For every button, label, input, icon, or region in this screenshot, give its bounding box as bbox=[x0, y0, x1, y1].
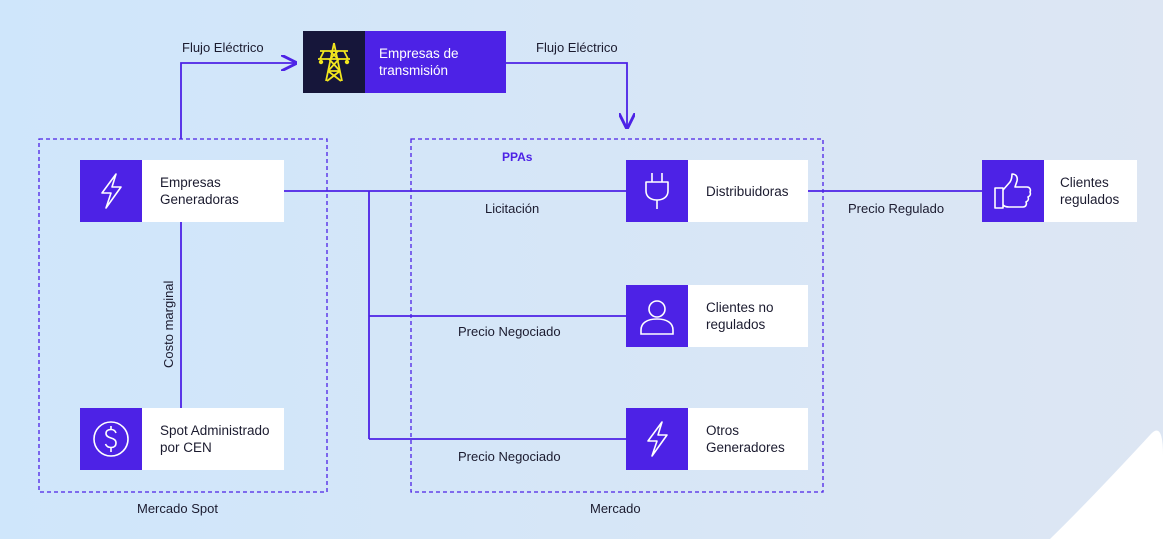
spot-label-2: por CEN bbox=[160, 440, 212, 455]
label-costo-marginal: Costo marginal bbox=[161, 280, 176, 368]
edge-flujo-right bbox=[506, 62, 627, 126]
generadoras-label-1: Empresas bbox=[160, 175, 221, 190]
lightning-icon bbox=[80, 160, 142, 222]
node-clientes-no-regulados: Clientes no regulados bbox=[626, 285, 808, 347]
no-regulados-label-2: regulados bbox=[706, 317, 766, 332]
spot-label-1: Spot Administrado bbox=[160, 423, 270, 438]
node-spot-administrado: Spot Administrado por CEN bbox=[80, 408, 284, 470]
regulados-label-1: Clientes bbox=[1060, 175, 1109, 190]
otros-label-2: Generadores bbox=[706, 440, 785, 455]
plug-icon bbox=[626, 160, 688, 222]
label-ppas: PPAs bbox=[502, 150, 533, 164]
label-mercado: Mercado bbox=[590, 501, 641, 516]
thumbs-up-icon bbox=[982, 160, 1044, 222]
label-precio-regulado: Precio Regulado bbox=[848, 201, 945, 216]
label-mercado-spot: Mercado Spot bbox=[137, 501, 218, 516]
no-regulados-label-1: Clientes no bbox=[706, 300, 774, 315]
transmision-label-2: transmisión bbox=[379, 63, 449, 78]
edge-flujo-left bbox=[180, 63, 294, 139]
group-box-mercado-spot bbox=[38, 138, 328, 493]
otros-label-1: Otros bbox=[706, 423, 740, 438]
node-empresas-generadoras: Empresas Generadoras bbox=[80, 160, 284, 222]
node-otros-generadores: Otros Generadores bbox=[626, 408, 808, 470]
label-flujo-electrico-right: Flujo Eléctrico bbox=[536, 40, 618, 55]
generadoras-label-2: Generadoras bbox=[160, 192, 239, 207]
lightning-icon bbox=[626, 408, 688, 470]
person-icon bbox=[626, 285, 688, 347]
node-empresas-transmision: Empresas de transmisión bbox=[303, 31, 506, 93]
node-distribuidoras: Distribuidoras bbox=[626, 160, 808, 222]
distribuidoras-label: Distribuidoras bbox=[706, 183, 789, 199]
label-flujo-electrico-left: Flujo Eléctrico bbox=[182, 40, 264, 55]
label-licitacion: Licitación bbox=[485, 201, 540, 216]
transmission-tower-icon bbox=[303, 31, 365, 93]
regulados-label-2: regulados bbox=[1060, 192, 1120, 207]
transmision-label-1: Empresas de bbox=[379, 46, 459, 61]
label-precio-negociado-1: Precio Negociado bbox=[458, 324, 561, 339]
label-precio-negociado-2: Precio Negociado bbox=[458, 449, 561, 464]
dollar-icon bbox=[80, 408, 142, 470]
node-clientes-regulados: Clientes regulados bbox=[982, 160, 1137, 222]
